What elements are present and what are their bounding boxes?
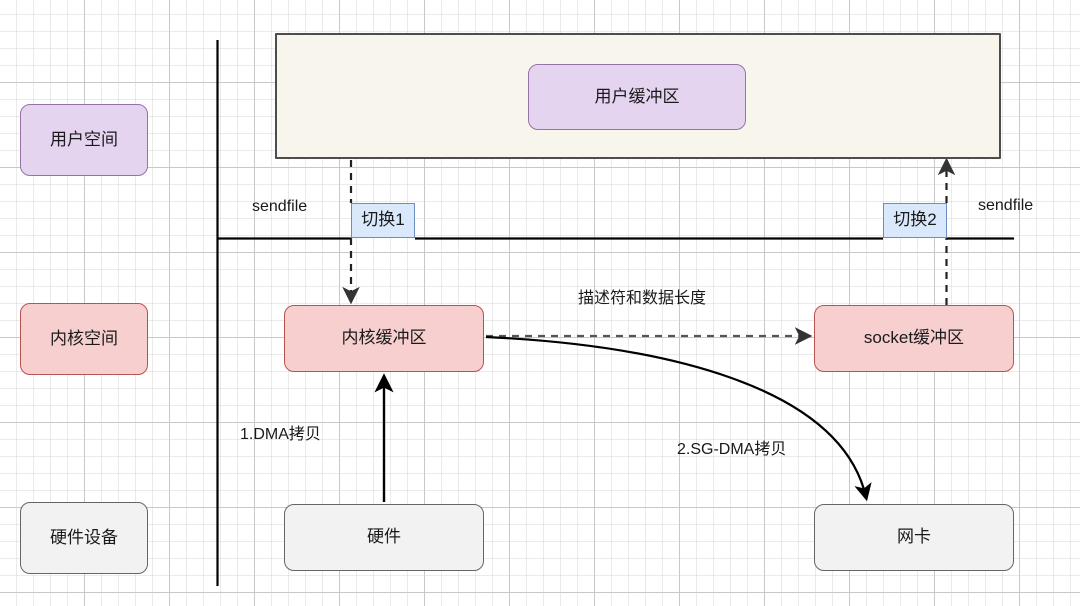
node-hardware-label: 硬件 bbox=[367, 527, 401, 547]
node-kernel-buffer-label: 内核缓冲区 bbox=[341, 328, 427, 348]
node-socket-buffer-label: socket缓冲区 bbox=[863, 328, 965, 348]
label-dma-copy: 1.DMA拷贝 bbox=[240, 426, 321, 443]
label-sg-dma-copy: 2.SG-DMA拷贝 bbox=[677, 441, 787, 458]
node-socket-buffer[interactable]: socket缓冲区 bbox=[814, 305, 1014, 372]
switch-chip-2-label: 切换2 bbox=[893, 210, 937, 230]
switch-chip-1-label: 切换1 bbox=[361, 210, 405, 230]
node-kernel-buffer[interactable]: 内核缓冲区 bbox=[284, 305, 484, 372]
legend-hardware-devices: 硬件设备 bbox=[20, 502, 148, 574]
switch-chip-2[interactable]: 切换2 bbox=[883, 203, 947, 238]
legend-kernel-space: 内核空间 bbox=[20, 303, 148, 375]
label-sendfile-right: sendfile bbox=[978, 197, 1034, 214]
node-network-card-label: 网卡 bbox=[897, 527, 931, 547]
legend-hardware-devices-label: 硬件设备 bbox=[50, 527, 118, 547]
arrow-sgdma-kernel-to-nic bbox=[485, 335, 872, 502]
label-descriptor-and-length: 描述符和数据长度 bbox=[578, 290, 707, 307]
legend-user-space: 用户空间 bbox=[20, 104, 148, 176]
switch-chip-1[interactable]: 切换1 bbox=[351, 203, 415, 238]
node-hardware[interactable]: 硬件 bbox=[284, 504, 484, 571]
node-network-card[interactable]: 网卡 bbox=[814, 504, 1014, 571]
legend-user-space-label: 用户空间 bbox=[50, 129, 118, 149]
node-user-buffer-label: 用户缓冲区 bbox=[594, 86, 680, 106]
legend-kernel-space-label: 内核空间 bbox=[50, 328, 118, 348]
label-sendfile-left: sendfile bbox=[252, 198, 308, 215]
node-user-buffer[interactable]: 用户缓冲区 bbox=[528, 64, 746, 130]
